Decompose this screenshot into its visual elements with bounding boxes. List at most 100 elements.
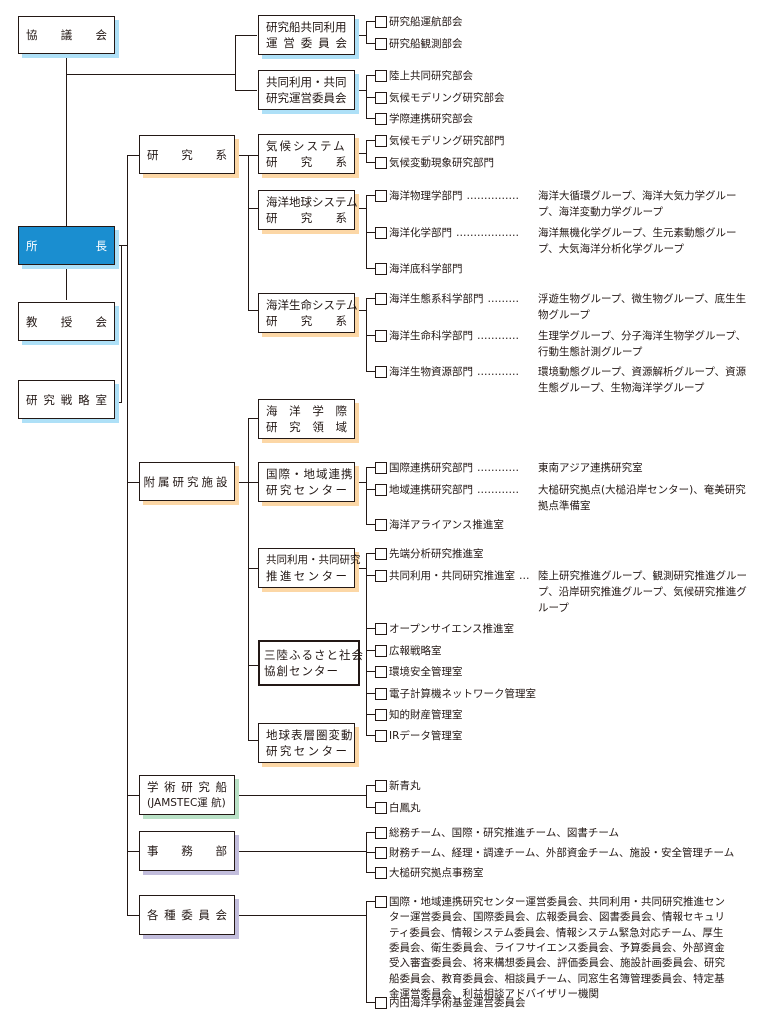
leaf-node[interactable]: 研究船運航部会 (374, 14, 463, 32)
leaf-label: 研究船運航部会 (389, 16, 463, 28)
line (366, 335, 375, 336)
checkbox-icon (374, 462, 387, 478)
checkbox-icon (374, 92, 387, 108)
leaf-label: 電子計算機ネットワーク管理室 (389, 688, 536, 700)
leaf-node[interactable]: 新青丸 (374, 778, 421, 796)
committee-list-line: 船委員会、教育委員会、相談員チーム、同窓生名簿管理委員会、特定基 (389, 972, 725, 985)
text: 事 (147, 844, 159, 858)
committee-list-line: ティ委員会、情報システム委員会、情報システム緊急対応チーム、厚生 (389, 926, 724, 939)
checkbox-icon (374, 330, 387, 346)
leaf-node[interactable]: 海洋生態系科学部門……… (374, 291, 523, 309)
sanriku-center-box[interactable]: 三陸ふるさと社会 協創センター (258, 640, 363, 686)
leaf-node[interactable]: 地域連携研究部門………… (374, 482, 523, 500)
leaf-node[interactable]: 海洋化学部門 ……………… (374, 225, 523, 243)
joint-promotion-center-box[interactable]: 共同利用・共同研究 推進センター (258, 548, 361, 588)
checkbox-icon (374, 38, 387, 54)
text: 研究運営委員会 (266, 91, 347, 105)
leaf-node[interactable]: 総務チーム、国際・研究推進チーム、図書チーム (374, 825, 619, 843)
various-committees-box[interactable]: 各種委員会 (139, 895, 235, 935)
text: 究 (181, 147, 193, 162)
ship-committee-box[interactable]: 研究船共同利用 運営委員会 (258, 15, 355, 55)
checkbox-icon (374, 70, 387, 86)
checkbox-icon (374, 802, 387, 818)
leaf-label: 気候モデリング研究部会 (389, 92, 505, 104)
leaf-label: 海洋化学部門 (389, 227, 452, 239)
line (248, 418, 258, 419)
line (366, 467, 375, 468)
affiliated-facilities-box[interactable]: 附属研究施設 (139, 462, 235, 501)
geosphere-center-box[interactable]: 地球表層圏変動 研究センター (258, 723, 355, 763)
line (115, 402, 122, 403)
line (355, 208, 366, 209)
ocean-life-system-box[interactable]: 海洋生命システム 研究系 (258, 293, 358, 333)
line (66, 54, 67, 240)
ocean-earth-system-box[interactable]: 海洋地球システム 研究系 (258, 190, 358, 230)
text: 究 (43, 392, 55, 407)
leaf-node[interactable]: 研究船観測部会 (374, 36, 463, 54)
leaf-node[interactable]: 内田海洋学術基金運営委員会 (374, 995, 526, 1013)
leaf-node[interactable]: 環境安全管理室 (374, 664, 463, 682)
research-divisions-box[interactable]: 研究系 (139, 135, 235, 174)
joint-committee-box[interactable]: 共同利用・共同 研究運営委員会 (258, 70, 355, 110)
checkbox-icon (374, 227, 387, 243)
leaf-node[interactable]: 海洋底科学部門 (374, 261, 463, 279)
leaf-label: 陸上共同研究部会 (389, 70, 473, 82)
text: 委 (300, 36, 313, 50)
leaf-node[interactable]: 国際・地域連携研究センター運営委員会、共同利用・共同研究推進セン (374, 894, 725, 912)
leaf-label: 内田海洋学術基金運営委員会 (389, 997, 526, 1009)
leaf-node[interactable]: 知的財産管理室 (374, 707, 463, 725)
line (127, 155, 139, 156)
leaf-node[interactable]: 大槌研究拠点事務室 (374, 865, 484, 883)
leaf-node[interactable]: 先端分析研究推進室 (374, 546, 484, 564)
leaf-node[interactable]: 白鳳丸 (374, 800, 421, 818)
leaf-node[interactable]: 海洋生物資源部門………… (374, 364, 523, 382)
text: 附属研究施設 (143, 474, 231, 489)
leaf-node[interactable]: 国際連携研究部門………… (374, 460, 523, 478)
research-vessels-box[interactable]: 学術研究船 (JAMSTEC運 航) (139, 775, 235, 815)
leaf-node[interactable]: 電子計算機ネットワーク管理室 (374, 686, 536, 704)
administration-box[interactable]: 事務部 (139, 831, 235, 871)
leaf-node[interactable]: 気候モデリング研究部門 (374, 133, 505, 151)
climate-system-box[interactable]: 気候システム 研究系 (258, 134, 355, 174)
checkbox-icon (374, 997, 387, 1013)
line (366, 524, 375, 525)
leaf-node[interactable]: 陸上共同研究部会 (374, 68, 473, 86)
leaf-node[interactable]: 気候変動現象研究部門 (374, 155, 494, 173)
leaf-node[interactable]: 気候モデリング研究部会 (374, 90, 505, 108)
text: 研 (181, 780, 193, 794)
committee-list-line: 委員会、衛生委員会、ライフサイエンス委員会、予算委員会、外部資金 (389, 941, 725, 954)
leaf-node[interactable]: 海洋物理学部門…………… (374, 188, 523, 206)
group-description: 拠点準備室 (538, 500, 591, 512)
leaf-node[interactable]: IRデータ管理室 (375, 728, 462, 744)
council-box[interactable]: 協議会 (18, 16, 115, 54)
text: セ (293, 483, 306, 497)
leaf-node[interactable]: 共同利用・共同研究推進室… (374, 568, 534, 586)
interdisciplinary-box[interactable]: 海洋学際 研究領域 (258, 399, 355, 439)
text: ン (307, 744, 320, 758)
text: 研 (266, 314, 278, 328)
leader-dots: ……………… (456, 227, 519, 239)
faculty-meeting-box[interactable]: 教授会 (18, 302, 115, 341)
leaf-node[interactable]: 海洋生命科学部門………… (374, 328, 523, 346)
text: 授 (60, 314, 73, 329)
line (366, 807, 375, 808)
group-description: 環境動態グループ、資源解析グループ、資源 (538, 366, 747, 378)
committee-list-line: ター運営委員会、国際委員会、広報委員会、図書委員会、情報セキュリ (389, 911, 725, 924)
line (66, 264, 67, 300)
line (127, 482, 139, 483)
leaf-node[interactable]: 学際連携研究部会 (374, 111, 473, 129)
leaf-node[interactable]: 広報戦略室 (374, 643, 442, 661)
checkbox-icon (374, 293, 387, 309)
director-box[interactable]: 所長 (18, 226, 115, 265)
intl-regional-center-box[interactable]: 国際・地域連携 研究センター (258, 462, 355, 502)
leaf-node[interactable]: 海洋アライアンス推進室 (374, 517, 504, 535)
leaf-node[interactable]: オープンサイエンス推進室 (374, 621, 514, 639)
line (366, 141, 367, 163)
leaf-node[interactable]: 財務チーム、経理・調達チーム、外部資金チーム、施設・安全管理チーム (374, 845, 734, 863)
line (248, 155, 249, 310)
text: 会 (95, 28, 108, 42)
strategy-office-box[interactable]: 研究戦略室 (18, 380, 115, 419)
line (121, 245, 122, 403)
checkbox-icon (374, 570, 387, 586)
line (355, 35, 366, 36)
